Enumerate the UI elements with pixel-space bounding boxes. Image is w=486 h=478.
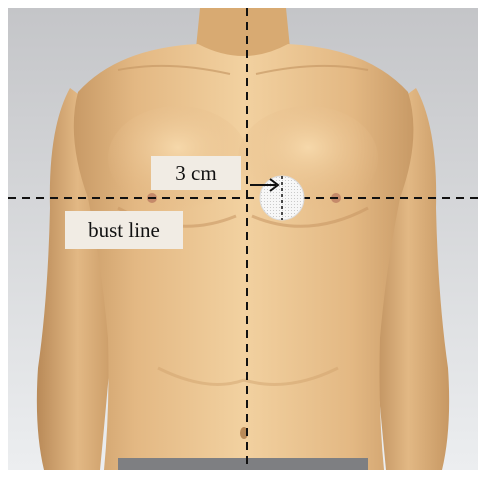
waistband [118,458,368,470]
figure: 3 cm bust line [8,8,478,470]
distance-label: 3 cm [151,156,241,190]
electrode-icon [260,176,304,220]
bust-line-label: bust line [65,211,183,249]
torso [74,44,414,470]
left-pectoral [238,106,378,210]
